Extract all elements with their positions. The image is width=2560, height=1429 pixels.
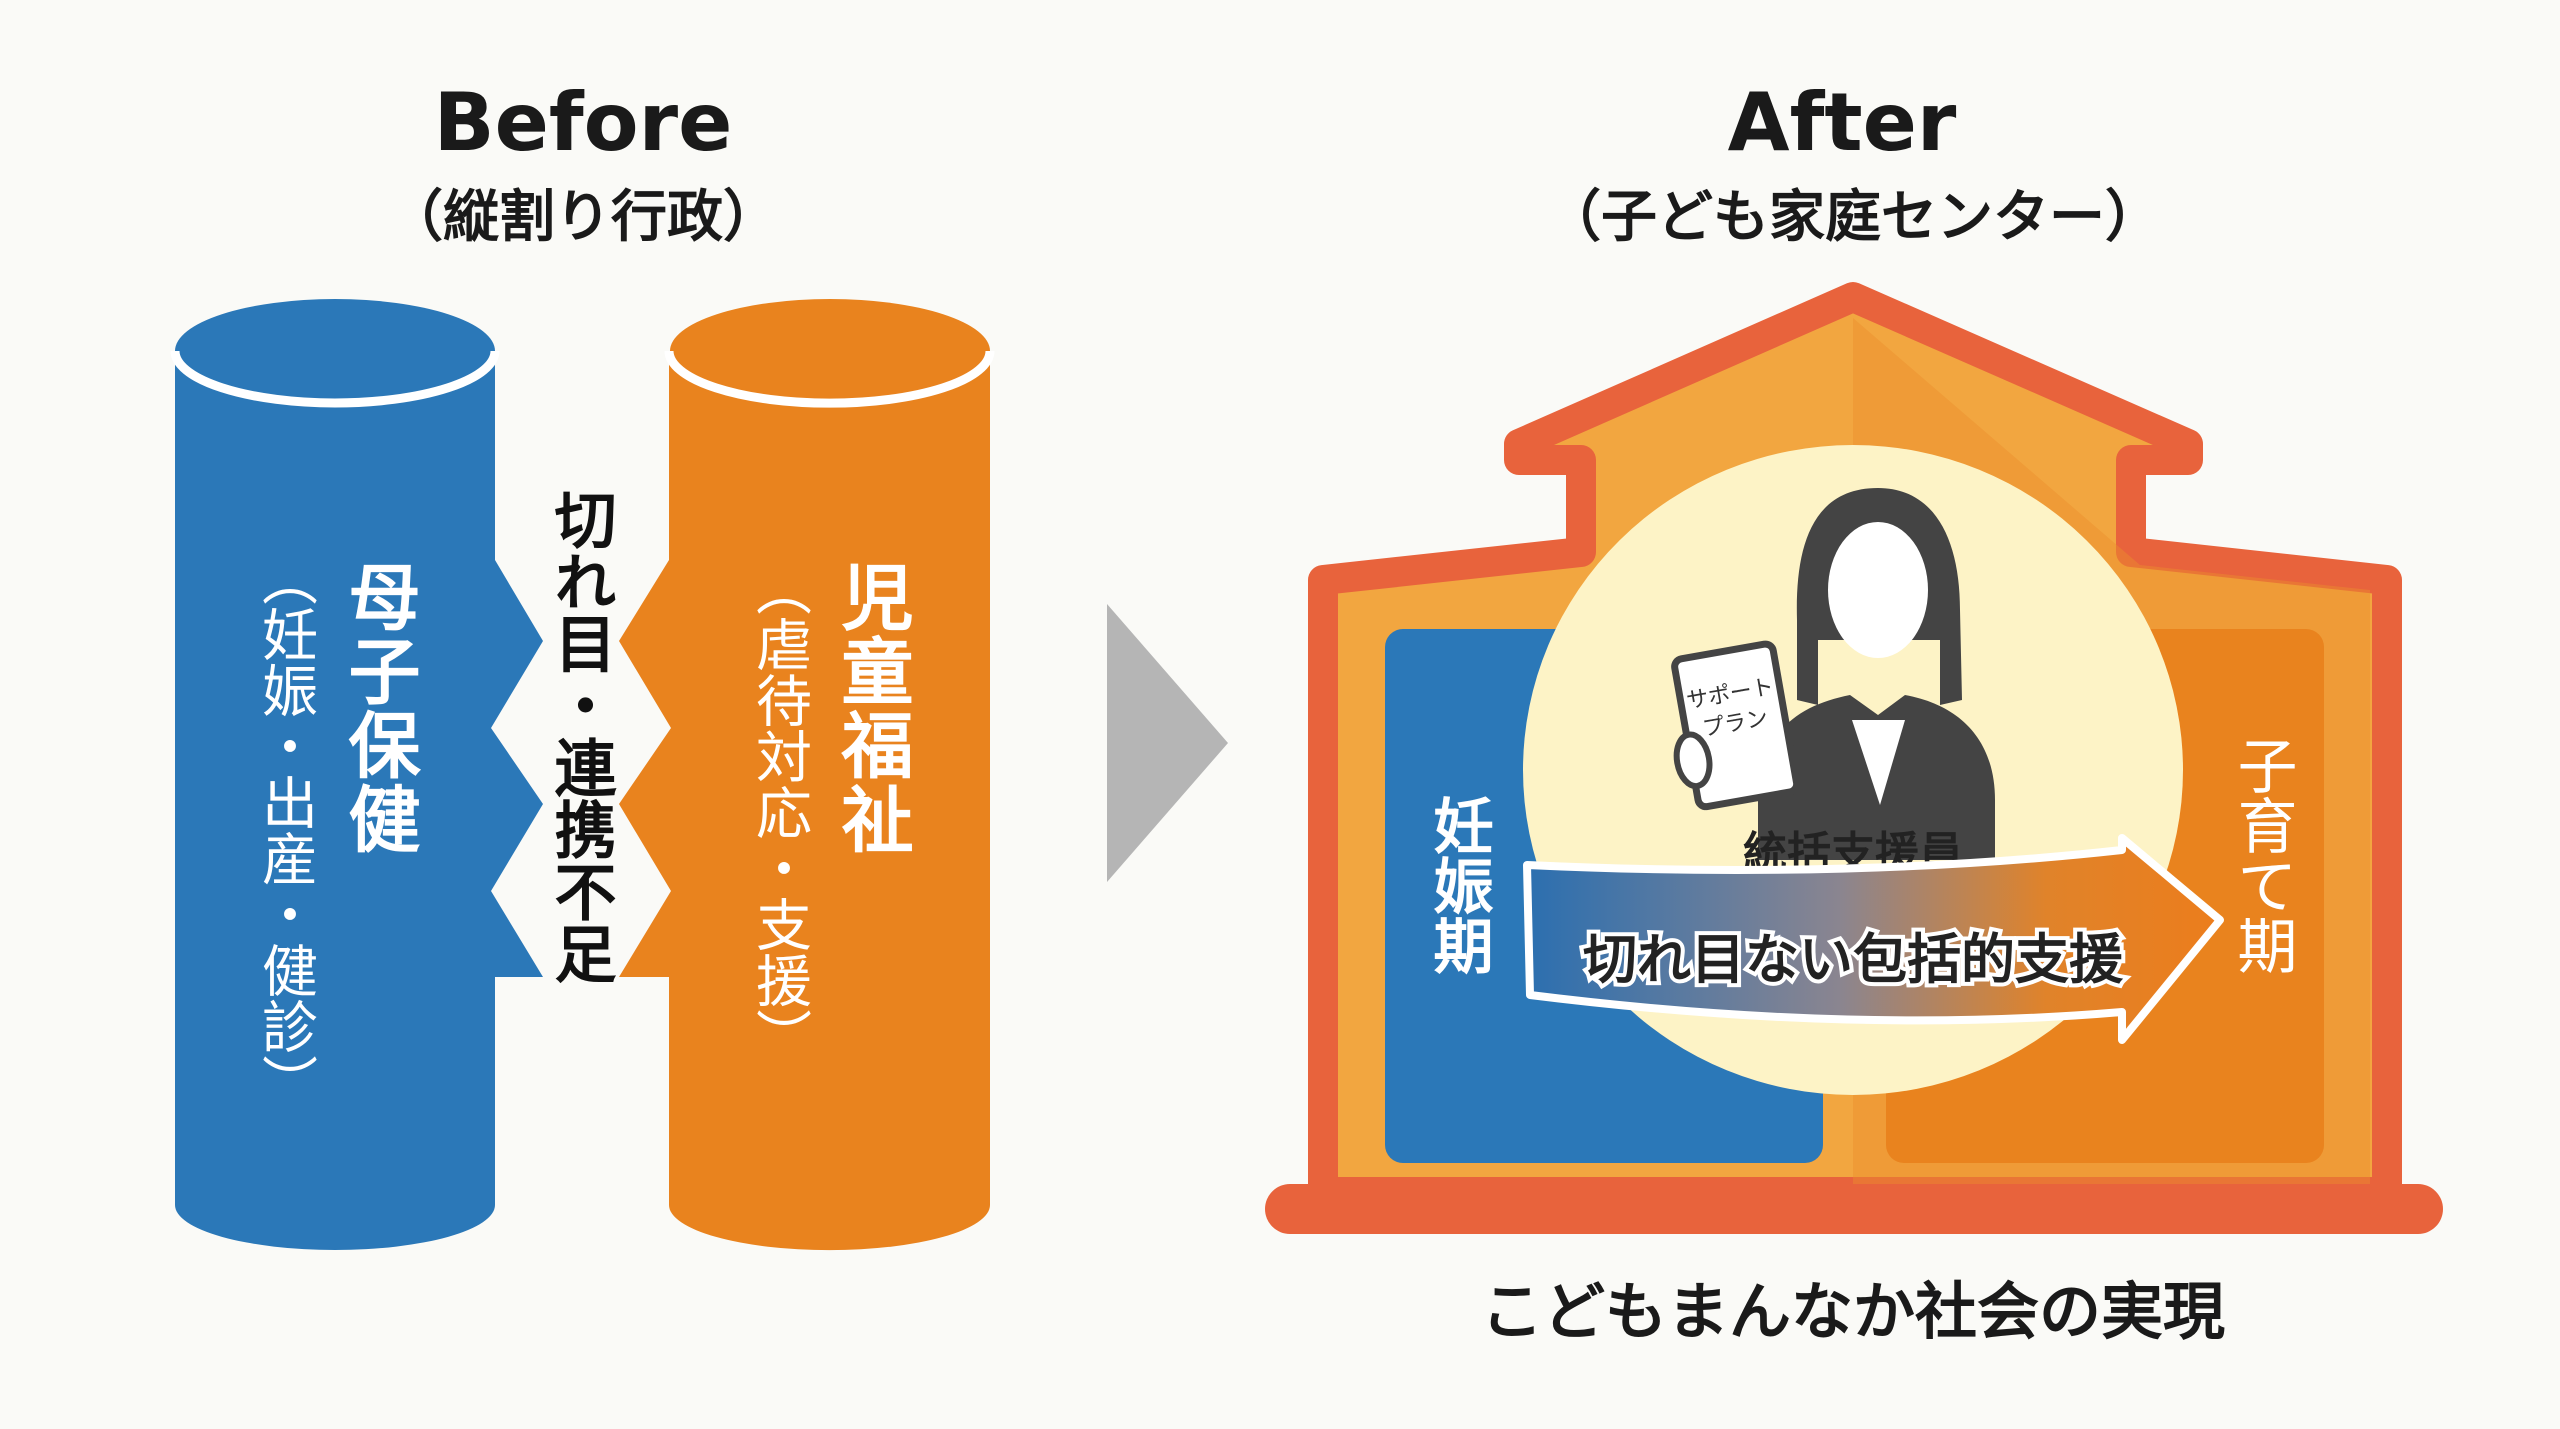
maternal-health-detail: （妊娠・出産・健診） bbox=[253, 550, 318, 1110]
seamless-support-arrow bbox=[1523, 834, 2224, 1044]
maternal-health-pillar: 母子保健 （妊娠・出産・健診） bbox=[170, 299, 543, 1250]
coordinator-person-icon: サポート プラン bbox=[1671, 488, 1995, 860]
transition-arrow-icon bbox=[1107, 604, 1228, 882]
support-plan-clipboard-icon: サポート プラン bbox=[1671, 640, 1801, 811]
child-welfare-detail: （虐待対応・支援） bbox=[747, 560, 812, 1064]
before-subtitle: （縦割り行政） bbox=[387, 185, 779, 250]
childrearing-stage-label: 子育て期 bbox=[2227, 735, 2297, 975]
child-welfare-title: 児童福祉 bbox=[829, 560, 914, 856]
caption: こどもまんなか社会の実現 bbox=[1481, 1275, 2225, 1348]
after-title: After bbox=[1728, 76, 1957, 169]
before-title: Before bbox=[434, 76, 733, 169]
pregnancy-stage-label: 妊娠期 bbox=[1423, 795, 1493, 975]
child-welfare-pillar: 児童福祉 （虐待対応・支援） bbox=[619, 299, 995, 1251]
after-subtitle: （子ども家庭センター） bbox=[1545, 185, 2161, 250]
seamless-support-label: 切れ目ない包括的支援 bbox=[1583, 928, 2124, 991]
maternal-health-title: 母子保健 bbox=[336, 560, 420, 856]
gap-label: 切れ目・連携不足 bbox=[544, 488, 617, 984]
